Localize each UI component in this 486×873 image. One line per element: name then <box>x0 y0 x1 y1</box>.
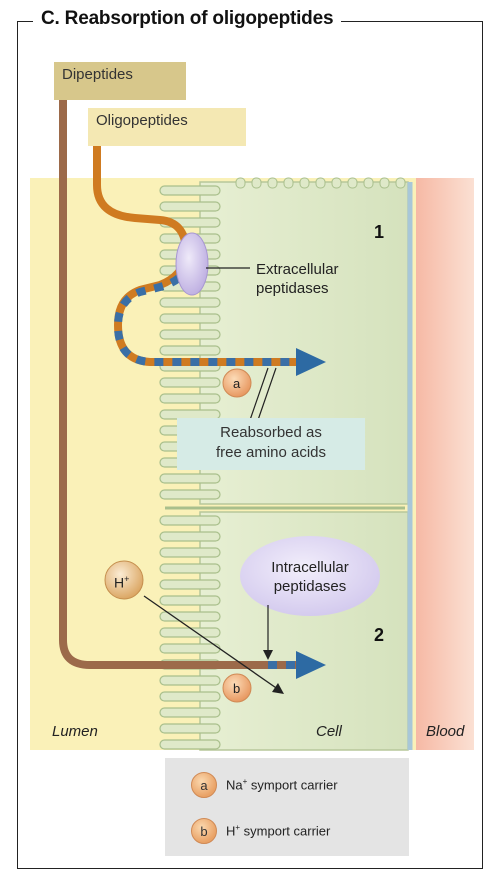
reabsorbed-line1: Reabsorbed as <box>220 424 322 441</box>
h-ion-arrow-line <box>143 595 283 693</box>
h-ion-text: H <box>114 574 125 591</box>
microvillus <box>159 515 221 526</box>
microvillus-top <box>347 177 358 189</box>
microvillus <box>159 531 221 542</box>
dipeptide-path <box>59 66 304 669</box>
intracellular-leader-arrow <box>263 650 273 660</box>
microvillus <box>159 707 221 718</box>
microvillus <box>159 473 221 484</box>
microvillus <box>159 675 221 686</box>
oligopeptides-label: Oligopeptides <box>88 108 246 146</box>
microvillus-top <box>235 177 246 189</box>
arrow-head-2 <box>296 651 326 679</box>
microvillus <box>159 393 221 404</box>
reabsorbed-leader-a <box>249 367 269 421</box>
microvillus-top <box>299 177 310 189</box>
h-ion-label: H+ <box>114 570 129 593</box>
arrow-head-1 <box>296 348 326 376</box>
legend-text-a: Na+ symport carrier <box>226 777 338 793</box>
extracellular-peptidase-icon <box>175 232 209 296</box>
legend-carrier-a-icon: a <box>191 772 217 798</box>
microvillus-top <box>315 177 326 189</box>
h-ion-icon <box>104 560 144 600</box>
microvillus <box>159 691 221 702</box>
microvillus <box>159 547 221 558</box>
microvillus-top <box>395 177 406 189</box>
cell-number-1: 1 <box>374 222 385 242</box>
legend-carrier-b-icon: b <box>191 818 217 844</box>
microvillus <box>159 595 221 606</box>
microvillus <box>159 563 221 574</box>
microvillus <box>159 611 221 622</box>
legend-row-b: b H+ symport carrier <box>191 818 330 844</box>
blood-label: Blood <box>426 723 465 740</box>
h-ion-arrow-head <box>272 683 284 694</box>
carrier-a-label: a <box>233 376 241 391</box>
intracellular-line1: Intracellular <box>271 559 349 576</box>
microvillus <box>159 345 221 356</box>
legend-text-b: H+ symport carrier <box>226 823 331 839</box>
legend: a Na+ symport carrier b H+ symport carri… <box>165 758 409 856</box>
microvillus <box>159 185 221 196</box>
extracellular-label: Extracellular peptidases <box>256 260 339 298</box>
reabsorbed-label: Reabsorbed as free amino acids <box>177 418 365 470</box>
cell-label: Cell <box>316 723 342 740</box>
microvillus <box>159 643 221 654</box>
microvillus-top <box>283 177 294 189</box>
extracellular-line2: peptidases <box>256 280 329 297</box>
intracellular-line2: peptidases <box>273 578 347 595</box>
microvillus <box>159 627 221 638</box>
microvillus <box>159 489 221 500</box>
dipeptides-label: Dipeptides <box>54 62 186 100</box>
lumen-label: Lumen <box>52 723 98 740</box>
microvillus-top <box>267 177 278 189</box>
cell-number-2: 2 <box>374 625 385 645</box>
microvillus <box>159 377 221 388</box>
microvillus <box>159 329 221 340</box>
figure-title: C. Reabsorption of oligopeptides <box>41 8 334 29</box>
extracellular-line1: Extracellular <box>256 261 339 278</box>
carrier-b-icon <box>222 673 252 703</box>
reabsorbed-line2: free amino acids <box>215 444 327 461</box>
microvillus-top <box>331 177 342 189</box>
microvillus <box>159 201 221 212</box>
microvillus <box>159 723 221 734</box>
intracellular-peptidase-icon <box>240 536 380 616</box>
legend-row-a: a Na+ symport carrier <box>191 772 338 798</box>
h-ion-sup: + <box>124 574 130 584</box>
carrier-b-label: b <box>233 681 241 696</box>
microvillus <box>159 579 221 590</box>
microvillus <box>159 313 221 324</box>
microvillus-top <box>379 177 390 189</box>
carrier-a-icon <box>222 368 252 398</box>
title-container: C. Reabsorption of oligopeptides <box>33 8 342 30</box>
microvillus <box>159 739 221 750</box>
intracellular-label: Intracellular peptidases <box>258 558 362 596</box>
blood-region <box>416 178 474 750</box>
reabsorbed-leader-b <box>257 367 277 421</box>
microvillus-top <box>363 177 374 189</box>
microvillus-top <box>251 177 262 189</box>
microvillus <box>159 297 221 308</box>
